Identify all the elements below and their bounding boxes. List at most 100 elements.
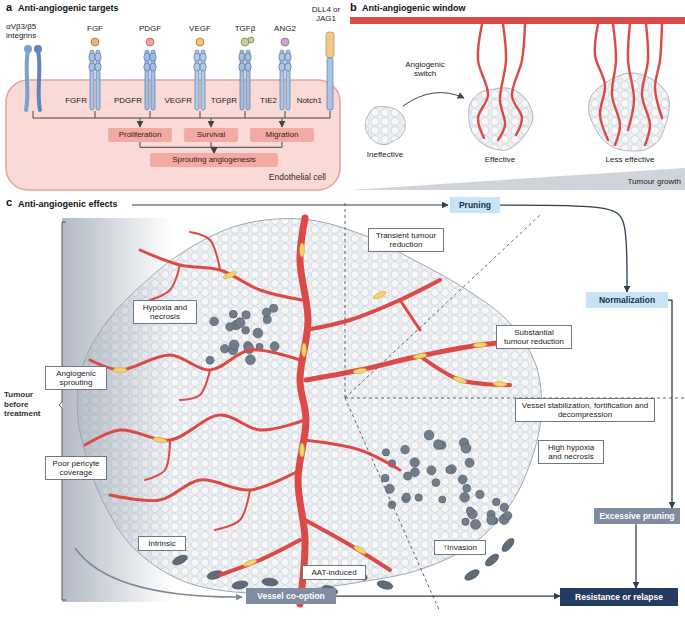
invasive-cell [500,536,516,553]
receptor-symbol [239,53,245,61]
node-text: Excessive pruning [599,511,675,521]
stage-box: Vessel co-option [246,588,336,604]
window-illustration [478,24,488,138]
necrotic-cell [463,484,471,492]
label-holder: Angiogenic switch [398,60,452,78]
integrin-symbol [24,45,42,110]
tumour-illustration [150,265,180,300]
necrotic-cell [458,475,467,484]
tumour-illustration [306,280,440,330]
label-holder: Anti-angiogenic targets [18,3,119,13]
tumour-illustration [304,440,400,470]
pericyte [353,544,368,555]
node-text: Hypoxia and necrosis [138,303,192,321]
tumour-illustration [215,490,250,530]
receptor-symbol [279,53,285,61]
label-holder: VEGFR [164,96,192,105]
signal-lines [200,111,201,118]
necrotic-cell [226,323,234,331]
tumour-illustration [140,250,302,300]
endothelial-illustration [6,32,340,190]
ligand-label: ANG2 [267,24,303,33]
flow-arrow [668,300,672,508]
invasive-cell [483,552,500,568]
receptor-symbol [245,53,251,61]
pericyte [473,342,487,348]
receptor-symbol [200,53,206,61]
necrotic-cell [487,515,497,525]
invasive-cell [376,579,393,590]
pericyte [243,558,258,567]
necrotic-cell [427,466,436,475]
node-text: Poor pericyte coverage [50,459,102,477]
process-box: Proliferation [108,128,172,142]
panel-letter: c [6,196,12,208]
label-holder: Tumour before treatment [4,390,54,419]
panel-title: Anti-angiogenic targets [18,3,119,13]
signal-lines [33,111,34,118]
label-holder: c [6,196,12,208]
node-text: High hypoxia and necrosis [543,443,599,461]
necrotic-cell [471,519,481,529]
label-holder: a [6,1,12,13]
receptor-symbol [89,38,101,110]
receptor-symbol [144,63,150,71]
receptor-symbol [144,53,150,61]
node-text: AAT-induced [307,568,361,577]
stage-box: Pruning [450,197,500,213]
necrotic-cell [446,466,453,473]
label-holder: Less effective [595,155,665,164]
receptor-symbol [279,38,291,110]
panel-title: Anti-angiogenic window [362,3,466,13]
tumour-illustration [145,440,170,480]
pericyte [300,443,305,457]
notch-symbol [327,58,333,110]
stage-label: Ineffective [355,150,415,159]
signal-lines [245,111,246,118]
node-text: Endothelial cell [269,172,326,182]
flow-arrow [140,142,214,153]
receptor-symbol [245,63,251,71]
node-text: Substantial tumour reduction [501,328,567,346]
window-illustration [655,24,662,118]
node-text: Angiogenic sprouting [50,369,102,387]
pericyte [413,352,428,359]
stage-label: Effective [470,155,530,164]
callout-box: Transient tumour reduction [368,228,444,252]
window-illustration [612,24,620,145]
receptor-symbol [144,38,156,110]
callout-box: Hypoxia and necrosis [133,300,197,324]
receptor-symbol [194,38,206,110]
group-label: Tumour before treatment [4,390,54,419]
panel-letter: b [350,1,357,13]
window-illustration [595,24,608,140]
label-holder: TGFβ [227,24,263,33]
sector-divider [345,215,540,398]
ligand-symbol [91,38,99,46]
receptor-symbol [285,63,291,71]
notch-symbol [326,32,334,58]
invasive-cell [171,553,189,567]
receptor-label: Notch1 [297,96,322,105]
signal-lines [211,118,212,127]
node-text: Proliferation [111,130,169,140]
window-illustration [498,24,506,140]
receptor-symbol [200,63,206,71]
callout-box: Poor pericyte coverage [45,456,107,480]
signal-lines [33,118,330,119]
tumour-illustration [190,232,220,270]
receptor-symbol [194,63,200,71]
stage-label: Less effective [595,155,665,164]
callout-box: AAT-induced [302,565,366,580]
node-text: Pruning [455,200,495,210]
ligand-label: VEGF [180,24,220,33]
receptor-symbol [279,63,285,71]
panel-letter: a [6,1,12,13]
integrin-symbol [24,45,32,53]
label-holder: FGF [75,24,115,33]
receptor-label: TGFβR [211,96,237,105]
necrotic-cell [410,458,419,467]
ligand-label: PDGF [130,24,170,33]
receptor-label: TIE2 [260,96,277,105]
